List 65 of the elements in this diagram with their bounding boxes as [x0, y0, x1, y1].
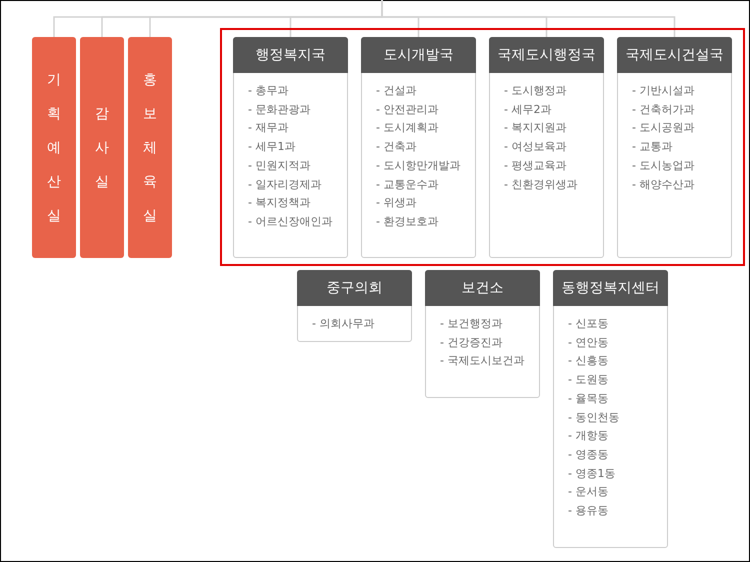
department-box [425, 270, 540, 398]
division-item: - 민원지적과 [248, 158, 310, 173]
department-box [297, 270, 412, 342]
division-item: - 건축과 [376, 140, 416, 154]
division-item: - 도시항만개발과 [376, 158, 460, 173]
division-item: - 세무1과 [248, 140, 296, 154]
office-box [80, 37, 124, 258]
division-item: - 해양수산과 [632, 178, 694, 192]
division-item: - 건설과 [376, 84, 416, 98]
division-item: - 평생교육과 [504, 158, 566, 173]
division-item: - 위생과 [376, 196, 416, 210]
division-item: - 어르신장애인과 [248, 214, 332, 229]
division-item: - 국제도시보건과 [440, 354, 524, 368]
division-item: - 기반시설과 [632, 84, 694, 98]
department-box [361, 37, 476, 258]
connector-line [381, 0, 676, 37]
division-item: - 개항동 [568, 429, 608, 444]
division-item: - 운서동 [568, 485, 608, 500]
group-frame [220, 28, 745, 266]
department-box [489, 37, 604, 258]
division-item: - 여성보육과 [504, 140, 566, 154]
department-header: 보건소 [425, 270, 540, 306]
division-item: - 도시농업과 [632, 158, 694, 173]
division-item: - 일자리경제과 [248, 178, 322, 192]
division-item: - 건강증진과 [440, 336, 502, 350]
department-header: 행정복지국 [233, 37, 348, 73]
department-header: 도시개발국 [361, 37, 476, 73]
department-header: 국제도시행정국 [489, 37, 604, 73]
division-item: - 도시공원과 [632, 121, 694, 136]
department-header: 중구의회 [297, 270, 412, 306]
division-item: - 재무과 [248, 121, 288, 136]
division-item: - 신포동 [568, 317, 608, 331]
division-item: - 총무과 [248, 84, 288, 98]
division-item: - 영종동 [568, 448, 608, 462]
department-box [553, 270, 668, 548]
office-name: 감사실 [94, 104, 110, 192]
division-item: - 연안동 [568, 336, 608, 350]
division-item: - 복지정책과 [248, 196, 310, 210]
office-name: 기획예산실 [46, 70, 62, 226]
division-item: - 세무2과 [504, 102, 552, 117]
office-box [32, 37, 76, 258]
department-box [617, 37, 732, 258]
division-item: - 도원동 [568, 373, 608, 388]
division-item: - 복지지원과 [504, 121, 566, 136]
division-item: - 건축허가과 [632, 102, 694, 117]
department-header: 국제도시건설국 [617, 37, 732, 73]
division-item: - 용유동 [568, 504, 608, 518]
division-item: - 도시행정과 [504, 84, 566, 98]
division-item: - 보건행정과 [440, 317, 502, 331]
division-item: - 도시계획과 [376, 121, 438, 136]
division-item: - 교통과 [632, 140, 672, 154]
division-item: - 율목동 [568, 392, 608, 406]
department-box [233, 37, 348, 258]
division-item: - 교통운수과 [376, 178, 438, 192]
division-item: - 안전관리과 [376, 102, 438, 117]
department-header: 동행정복지센터 [553, 270, 668, 306]
division-item: - 영종1동 [568, 466, 616, 481]
division-item: - 문화관광과 [248, 102, 310, 117]
division-item: - 친환경위생과 [504, 178, 578, 192]
division-item: - 신흥동 [568, 354, 608, 368]
division-item: - 의회사무과 [312, 317, 374, 331]
office-box [128, 37, 172, 258]
division-item: - 동인천동 [568, 410, 620, 424]
division-item: - 환경보호과 [376, 214, 438, 229]
office-name: 홍보체육실 [142, 70, 158, 226]
